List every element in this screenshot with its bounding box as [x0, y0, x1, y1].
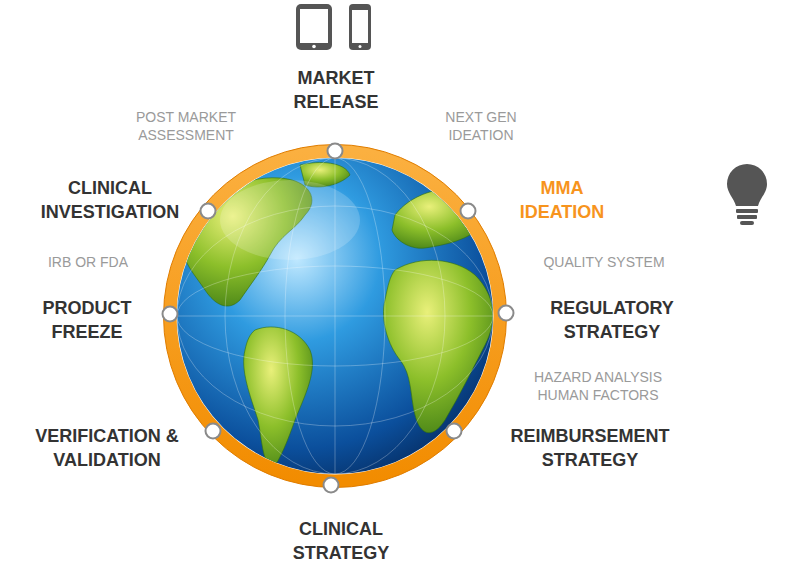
stage-label: MMA IDEATION: [503, 176, 621, 224]
stage-label: MARKET RELEASE: [276, 66, 396, 114]
lightbulb-icon: [727, 164, 767, 225]
device-icons: [296, 4, 371, 50]
note-label: HAZARD ANALYSIS: [513, 368, 683, 386]
note-label: POST MARKET ASSESSMENT: [124, 108, 248, 144]
note-label: IRB OR FDA: [23, 253, 153, 271]
stage-label: VERIFICATION & VALIDATION: [29, 424, 185, 472]
stage-label: REIMBURSEMENT STRATEGY: [502, 424, 678, 472]
stage-label: CLINICAL STRATEGY: [278, 517, 404, 565]
stage-label: CLINICAL INVESTIGATION: [27, 176, 193, 224]
stage-label: REGULATORY STRATEGY: [537, 296, 687, 344]
note-label: HUMAN FACTORS: [513, 386, 683, 404]
note-label: QUALITY SYSTEM: [519, 253, 689, 271]
stage-label: PRODUCT FREEZE: [24, 296, 150, 344]
ring-dots: [163, 144, 514, 493]
note-label: NEXT GEN IDEATION: [438, 108, 524, 144]
